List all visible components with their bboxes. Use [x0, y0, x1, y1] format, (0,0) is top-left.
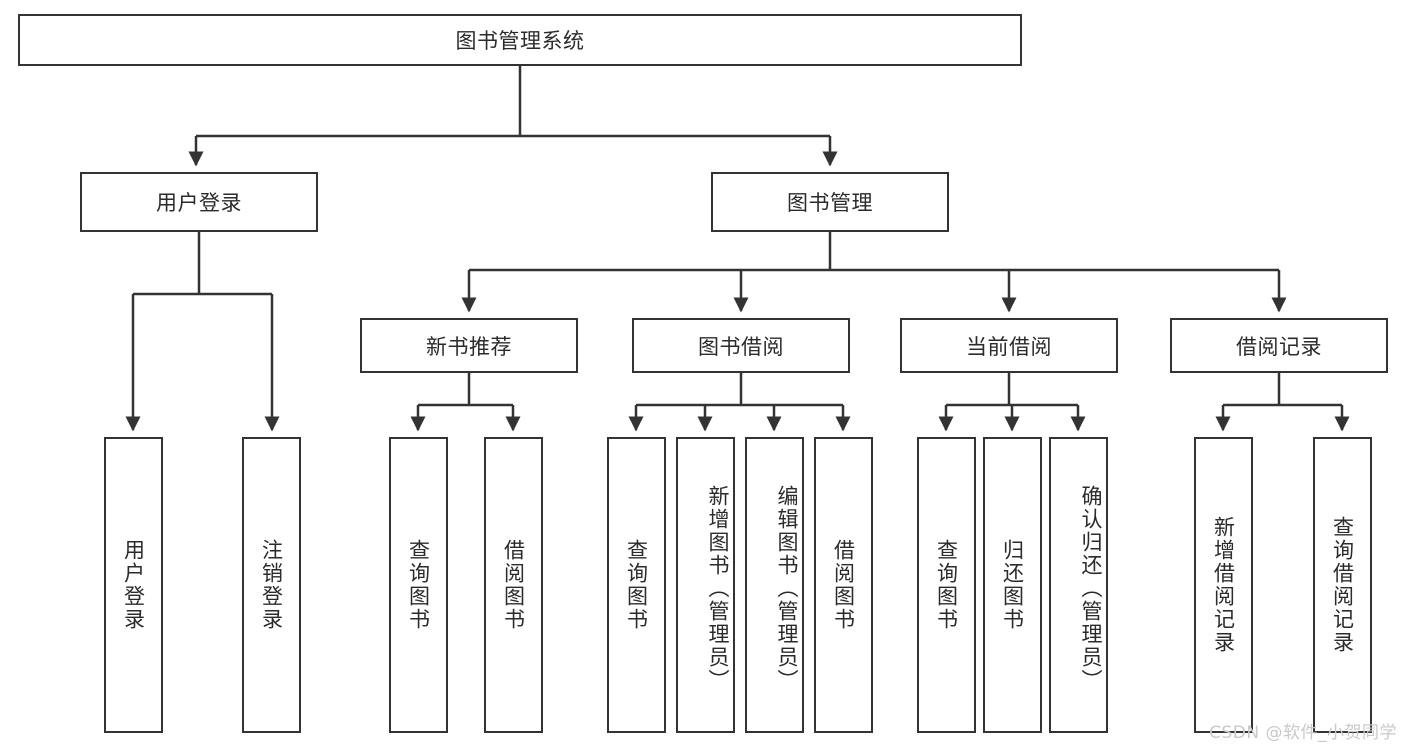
node-new-book-recommend-label: 新书推荐	[426, 334, 512, 359]
node-leaf-confirm-return[interactable]: 确认归还（管理员）	[1049, 437, 1108, 733]
node-leaf-add-record-label: 新增借阅记录	[1211, 516, 1236, 654]
node-leaf-borrow-book-2-label: 借阅图书	[831, 539, 856, 631]
node-user-login[interactable]: 用户登录	[80, 172, 318, 232]
node-leaf-query-book-1-label: 查询图书	[406, 539, 431, 631]
node-leaf-query-book-2[interactable]: 查询图书	[607, 437, 666, 733]
node-leaf-add-book[interactable]: 新增图书（管理员）	[676, 437, 735, 733]
node-leaf-query-record-label: 查询借阅记录	[1330, 516, 1355, 654]
node-leaf-return-book-label: 归还图书	[1000, 539, 1025, 631]
node-borrow-record[interactable]: 借阅记录	[1170, 318, 1388, 373]
node-book-manage-label: 图书管理	[787, 191, 873, 215]
node-leaf-confirm-return-label: 确认归还（管理员）	[1079, 484, 1103, 692]
node-leaf-edit-book-label: 编辑图书（管理员）	[775, 484, 799, 692]
node-book-manage[interactable]: 图书管理	[711, 172, 949, 232]
node-leaf-query-book-3-label: 查询图书	[934, 539, 959, 631]
node-leaf-logout-login-label: 注销登录	[259, 539, 284, 631]
node-leaf-query-book-3[interactable]: 查询图书	[917, 437, 976, 733]
node-root-label: 图书管理系统	[455, 29, 585, 53]
node-user-login-label: 用户登录	[156, 191, 242, 215]
node-leaf-query-book-2-label: 查询图书	[624, 539, 649, 631]
node-leaf-borrow-book-2[interactable]: 借阅图书	[814, 437, 873, 733]
node-leaf-query-book-1[interactable]: 查询图书	[389, 437, 448, 733]
node-leaf-borrow-book-1[interactable]: 借阅图书	[484, 437, 543, 733]
node-leaf-user-login-label: 用户登录	[121, 539, 146, 631]
node-leaf-edit-book[interactable]: 编辑图书（管理员）	[745, 437, 804, 733]
node-leaf-query-record[interactable]: 查询借阅记录	[1313, 437, 1372, 733]
node-leaf-borrow-book-1-label: 借阅图书	[501, 539, 526, 631]
node-book-borrow[interactable]: 图书借阅	[632, 318, 850, 373]
node-leaf-add-book-label: 新增图书（管理员）	[706, 484, 730, 692]
node-leaf-user-login[interactable]: 用户登录	[104, 437, 163, 733]
node-root[interactable]: 图书管理系统	[18, 14, 1022, 66]
node-borrow-record-label: 借阅记录	[1236, 334, 1322, 359]
node-current-borrow-label: 当前借阅	[966, 334, 1052, 359]
node-leaf-return-book[interactable]: 归还图书	[983, 437, 1042, 733]
node-new-book-recommend[interactable]: 新书推荐	[360, 318, 578, 373]
watermark-text: CSDN @软件_小贺同学	[1209, 723, 1397, 743]
node-leaf-logout-login[interactable]: 注销登录	[242, 437, 301, 733]
node-leaf-add-record[interactable]: 新增借阅记录	[1194, 437, 1253, 733]
node-current-borrow[interactable]: 当前借阅	[900, 318, 1118, 373]
node-book-borrow-label: 图书借阅	[698, 334, 784, 359]
